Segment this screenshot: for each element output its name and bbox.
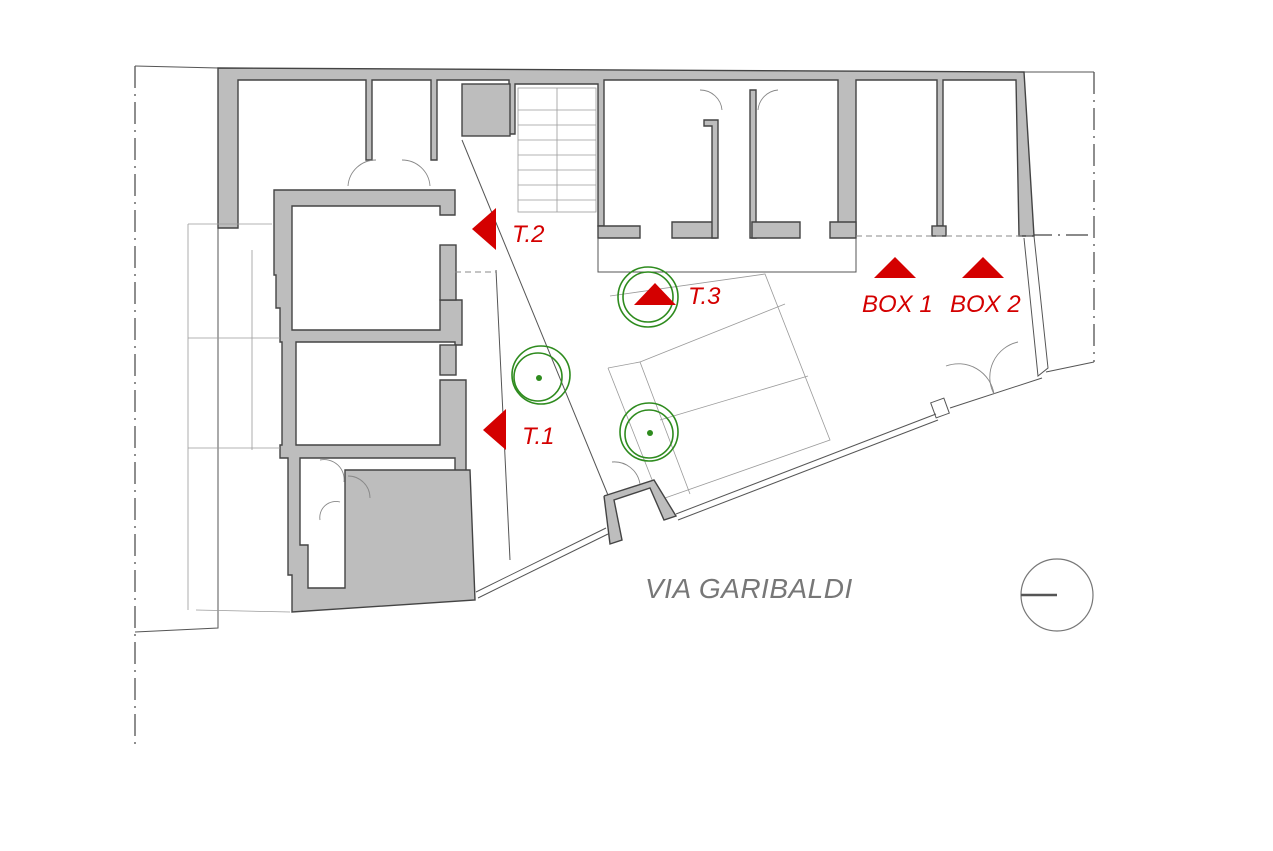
street-name: VIA GARIBALDI [645,573,853,604]
tree-1 [511,345,571,405]
building-walls [217,67,1035,613]
label-t1: T.1 [522,423,554,450]
door-swings [319,89,1019,521]
view-marker-t3-icon [634,283,676,305]
label-box1: BOX 1 [862,291,933,318]
site-outline [134,65,1095,633]
view-marker-box1-icon [874,257,916,278]
tree-3 [619,402,679,462]
street-facade [475,235,1049,599]
property-boundary [134,66,1095,750]
courtyard-lines [187,139,1034,613]
north-arrow-icon [1020,558,1094,632]
view-marker-t2-icon [472,208,496,250]
staircase [517,87,597,213]
label-box2: BOX 2 [950,291,1021,318]
label-t3: T.3 [688,283,721,310]
view-marker-box2-icon [962,257,1004,278]
view-marker-t1-icon [483,409,506,450]
label-t2: T.2 [512,221,544,248]
tree-2 [617,266,679,328]
